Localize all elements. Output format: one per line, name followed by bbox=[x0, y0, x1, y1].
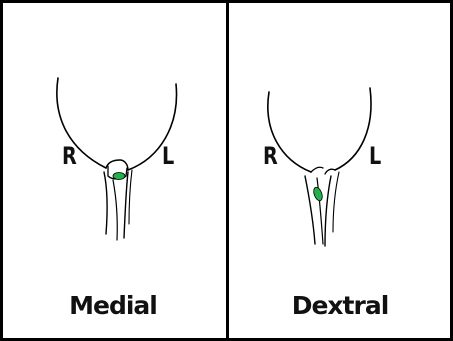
medial-neck bbox=[106, 160, 128, 170]
dextral-green-mark bbox=[312, 186, 324, 202]
medial-green-mark bbox=[113, 173, 125, 180]
dextral-drawing bbox=[227, 0, 453, 341]
dextral-stem-right-line-2 bbox=[333, 172, 339, 232]
panel-medial: R L Medial bbox=[0, 0, 226, 341]
dextral-neck bbox=[311, 167, 335, 174]
medial-right-side-label: R bbox=[62, 144, 77, 168]
dextral-body-outline bbox=[268, 88, 371, 172]
medial-left-side-label: L bbox=[162, 144, 174, 168]
panel-dextral: R L Dextral bbox=[227, 0, 453, 341]
dextral-stem-left-line bbox=[305, 176, 315, 244]
medial-stem-mid-line bbox=[113, 180, 117, 240]
medial-drawing bbox=[0, 0, 226, 341]
dextral-caption: Dextral bbox=[227, 292, 453, 320]
dextral-stem-right-line bbox=[325, 176, 331, 246]
medial-stem-right-line bbox=[124, 172, 128, 238]
dextral-right-side-label: R bbox=[263, 144, 278, 168]
medial-stem-right-line-2 bbox=[129, 170, 132, 224]
medial-stem-left-line bbox=[104, 172, 107, 234]
dextral-left-side-label: L bbox=[369, 144, 381, 168]
medial-caption: Medial bbox=[0, 292, 226, 320]
